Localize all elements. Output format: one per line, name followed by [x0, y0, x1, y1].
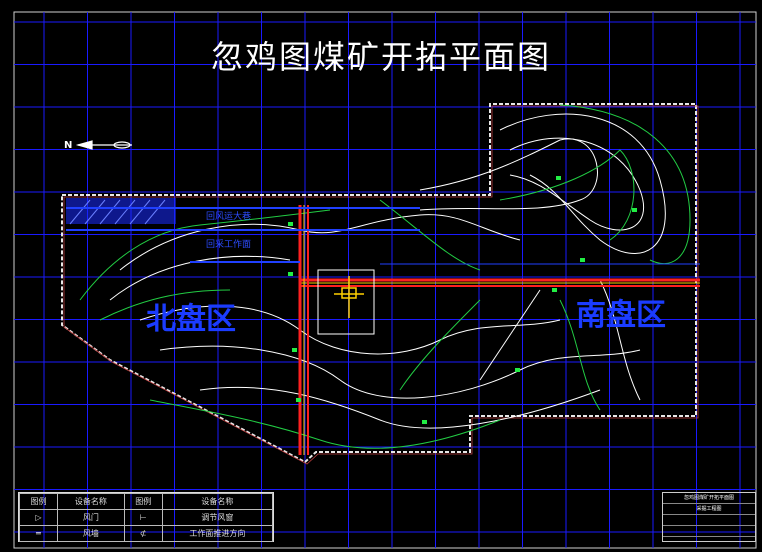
north-panel-label: 北盘区	[146, 302, 236, 337]
title-block-line: 忽鸡图煤矿开拓平面图	[663, 493, 755, 504]
legend-table: 图例 设备名称 图例 设备名称 ▷ 风门 ⊢ 调节风窗 ═ 风墙 ⊄ 工作面推进…	[18, 492, 274, 542]
north-label: N	[64, 140, 73, 151]
blue-hatch-zone	[66, 198, 176, 224]
legend-name: 调节风窗	[161, 509, 274, 526]
blue-hatch-lines	[69, 199, 166, 225]
main-roadways	[66, 205, 700, 455]
title-block-line	[663, 526, 755, 537]
legend-header: 设备名称	[56, 493, 125, 510]
contour-lines-white	[109, 113, 666, 429]
green-markers	[288, 176, 637, 424]
air-door-icon: ▷	[19, 509, 58, 526]
regulator-icon: ⊢	[123, 509, 163, 526]
title-block-line	[663, 515, 755, 526]
title-block-line: 采掘工程图	[663, 504, 755, 515]
legend-header: 图例	[19, 493, 58, 510]
roadway-label-1: 回风运大巷	[206, 212, 252, 222]
mine-boundary	[61, 103, 697, 464]
legend-header: 图例	[123, 493, 163, 510]
contour-lines-green	[79, 104, 691, 449]
title-block: 忽鸡图煤矿开拓平面图 采掘工程图	[662, 492, 756, 542]
legend-header: 设备名称	[161, 493, 274, 510]
legend-name: 工作面推进方向	[161, 525, 274, 542]
outer-frame	[13, 11, 757, 549]
roadway-label-2: 回采工作面	[206, 240, 252, 250]
north-arrow	[75, 140, 132, 150]
mine-boundary-inner	[63, 105, 699, 465]
shaft-symbols	[334, 276, 364, 318]
industrial-site-box	[317, 269, 375, 335]
legend-name: 风墙	[56, 525, 125, 542]
drawing-title: 忽鸡图煤矿开拓平面图	[210, 38, 551, 76]
south-panel-label: 南盘区	[576, 298, 666, 333]
advance-direction-icon: ⊄	[123, 525, 163, 542]
legend-name: 风门	[56, 509, 125, 526]
air-wall-icon: ═	[19, 525, 58, 542]
